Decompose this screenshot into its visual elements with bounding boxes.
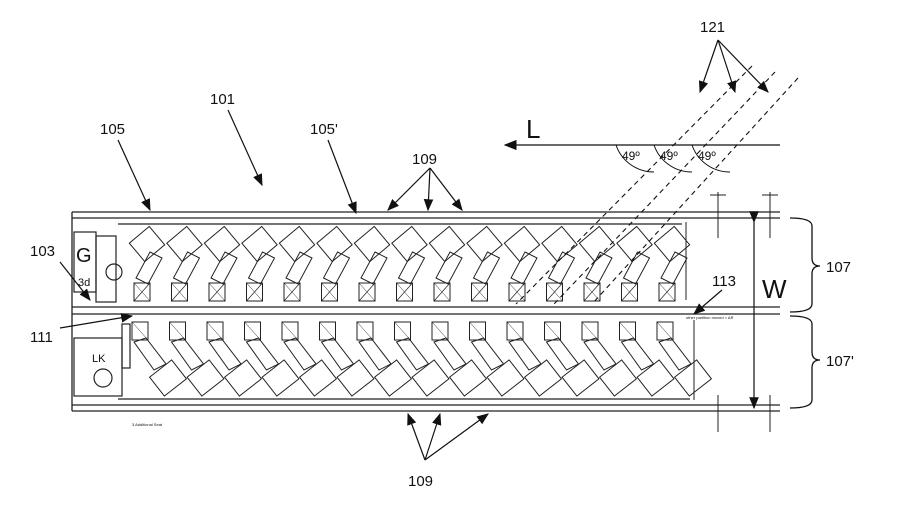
seat-lower bbox=[356, 321, 413, 397]
seat-lower bbox=[169, 321, 225, 397]
lower-seat-row bbox=[131, 321, 713, 397]
seat-lower bbox=[431, 321, 488, 397]
label-105-prime: 105' bbox=[310, 121, 338, 138]
partition-note: other partition moved < AR bbox=[686, 315, 734, 320]
lavatory-mark-lk: LK bbox=[92, 353, 106, 365]
seat-lower bbox=[244, 321, 300, 397]
seat-upper bbox=[316, 225, 353, 302]
section-braces bbox=[789, 217, 821, 409]
angle-label-2: 49º bbox=[660, 149, 678, 163]
seat-upper bbox=[653, 225, 691, 302]
label-101: 101 bbox=[210, 91, 235, 108]
seat-lower bbox=[581, 321, 638, 397]
lavatory-block bbox=[73, 323, 131, 397]
seat-upper bbox=[428, 225, 466, 302]
galley-mark-3d: 3d bbox=[78, 277, 90, 289]
seat-lower bbox=[281, 321, 338, 397]
seat-lower bbox=[131, 321, 188, 397]
seat-upper bbox=[616, 225, 653, 302]
angle-arcs bbox=[615, 144, 731, 173]
seat-lower bbox=[469, 321, 525, 397]
angle-label-1: 49º bbox=[622, 149, 640, 163]
seat-upper bbox=[203, 225, 241, 302]
label-111: 111 bbox=[30, 329, 53, 346]
leader-arrows bbox=[59, 39, 769, 461]
seat-upper bbox=[503, 225, 541, 302]
seat-lower bbox=[656, 321, 713, 397]
seat-upper bbox=[578, 225, 616, 302]
label-107: 107 bbox=[826, 259, 851, 276]
seat-lower bbox=[206, 321, 263, 397]
label-109-top: 109 bbox=[412, 151, 437, 168]
seat-lower bbox=[506, 321, 563, 397]
label-109-bottom: 109 bbox=[408, 473, 433, 490]
width-label-w: W bbox=[762, 274, 787, 304]
label-105: 105 bbox=[100, 121, 125, 138]
galley-block bbox=[73, 231, 123, 303]
seat-upper bbox=[166, 225, 203, 302]
angle-label-3: 49º bbox=[698, 149, 716, 163]
seat-upper bbox=[241, 225, 278, 302]
seat-upper bbox=[466, 225, 503, 302]
galley-mark-g: G bbox=[76, 245, 92, 267]
seat-lower bbox=[544, 321, 600, 397]
seat-lower bbox=[394, 321, 450, 397]
seat-upper bbox=[541, 225, 578, 302]
rear-dimension-marks bbox=[710, 192, 778, 432]
seat-upper bbox=[353, 225, 391, 302]
label-103: 103 bbox=[30, 243, 55, 260]
direction-label-l: L bbox=[526, 114, 540, 144]
cabin-outline bbox=[71, 211, 780, 412]
diagonal-lines bbox=[515, 65, 799, 305]
seat-upper bbox=[128, 225, 166, 302]
upper-seat-row bbox=[128, 225, 691, 302]
bottom-note: 3 Additional Seat bbox=[132, 422, 163, 427]
label-113: 113 bbox=[712, 273, 736, 290]
seat-upper bbox=[278, 225, 316, 302]
seat-lower bbox=[319, 321, 375, 397]
label-107-prime: 107' bbox=[826, 353, 854, 370]
seat-upper bbox=[391, 225, 428, 302]
label-121: 121 bbox=[700, 19, 725, 36]
seat-lower bbox=[619, 321, 675, 397]
